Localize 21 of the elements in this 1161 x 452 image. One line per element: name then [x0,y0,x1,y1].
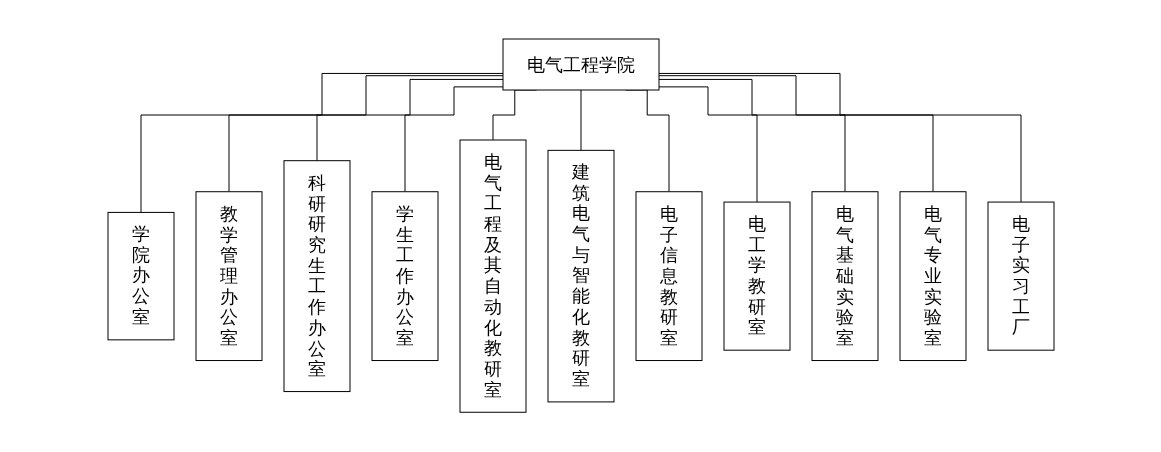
connector [658,79,845,193]
node-box: 学生工作办公室 [371,191,438,362]
node-box: 电气专业实验室 [899,191,966,362]
node-box: 学院办公室 [107,212,174,341]
node-box: 科研研究生工作办公室 [283,160,350,393]
connector [140,73,503,214]
node-box: 电气工程学院 [502,38,659,91]
connector [658,73,1021,203]
connector [658,75,933,193]
node-box: 电子信息教研室 [635,191,702,362]
connector [316,79,503,162]
node-box: 电气基础实验室 [811,191,878,362]
node-box: 教学管理办公室 [195,191,262,362]
connector [404,86,503,193]
connector [228,75,503,193]
node-box: 电工学教研室 [723,201,790,352]
node-box: 建筑电气与智能化教研室 [547,150,614,403]
node-box: 电子实习工厂 [987,201,1054,352]
connector [580,89,581,152]
connector [658,86,757,203]
node-box: 电气工程及其自动化教研室 [459,139,526,414]
